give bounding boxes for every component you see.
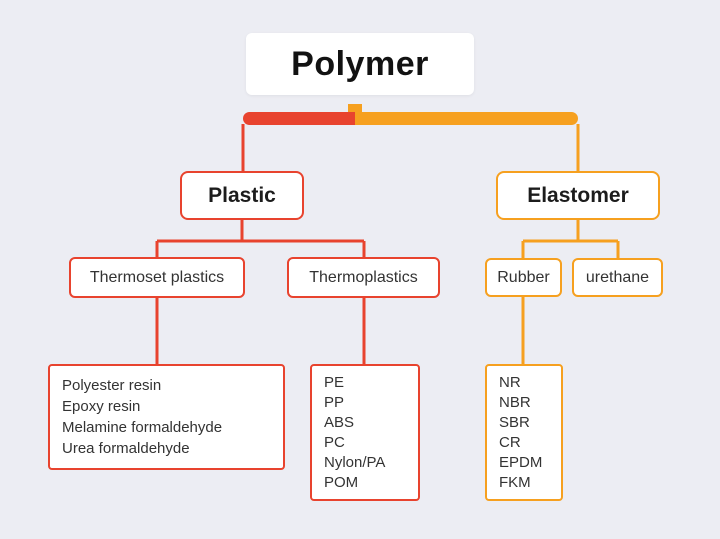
branch-bar-orange: [355, 112, 578, 125]
node-thermoset-plastics: Thermoset plastics: [69, 257, 245, 298]
list-item: CR: [499, 433, 521, 451]
node-thermoplastics: Thermoplastics: [287, 257, 440, 298]
node-plastic-label: Plastic: [208, 183, 276, 207]
list-thermoset-plastics: Polyester resin Epoxy resin Melamine for…: [48, 364, 285, 470]
list-item: SBR: [499, 413, 530, 431]
node-urethane-label: urethane: [585, 268, 650, 286]
list-thermoplastics: PE PP ABS PC Nylon/PA POM: [310, 364, 420, 501]
orange-connectors: [521, 124, 620, 366]
list-item: PP: [324, 393, 345, 411]
page-title: Polymer: [291, 44, 429, 83]
node-elastomer-label: Elastomer: [527, 183, 629, 207]
node-elastomer: Elastomer: [496, 171, 660, 220]
list-item: PC: [324, 433, 345, 451]
list-item: NR: [499, 373, 521, 391]
list-item: NBR: [499, 393, 531, 411]
list-rubber: NR NBR SBR CR EPDM FKM: [485, 364, 563, 501]
list-item: FKM: [499, 473, 531, 491]
title-box: Polymer: [246, 33, 474, 95]
list-item: Polyester resin: [62, 377, 162, 394]
node-urethane: urethane: [572, 258, 663, 297]
list-item: Urea formaldehyde: [62, 440, 190, 457]
list-item: PE: [324, 373, 345, 391]
list-item: Melamine formaldehyde: [62, 419, 223, 436]
node-thermoset-plastics-label: Thermoset plastics: [89, 268, 225, 286]
node-rubber-label: Rubber: [497, 268, 550, 286]
list-item: EPDM: [499, 453, 543, 471]
list-item: Nylon/PA: [324, 453, 386, 471]
list-item: Epoxy resin: [62, 398, 141, 415]
node-plastic: Plastic: [180, 171, 304, 220]
node-rubber: Rubber: [485, 258, 562, 297]
node-thermoplastics-label: Thermoplastics: [309, 268, 418, 286]
list-item: ABS: [324, 413, 355, 431]
red-connectors: [155, 124, 366, 366]
list-item: POM: [324, 473, 359, 491]
branch-bar-red: [243, 112, 355, 125]
